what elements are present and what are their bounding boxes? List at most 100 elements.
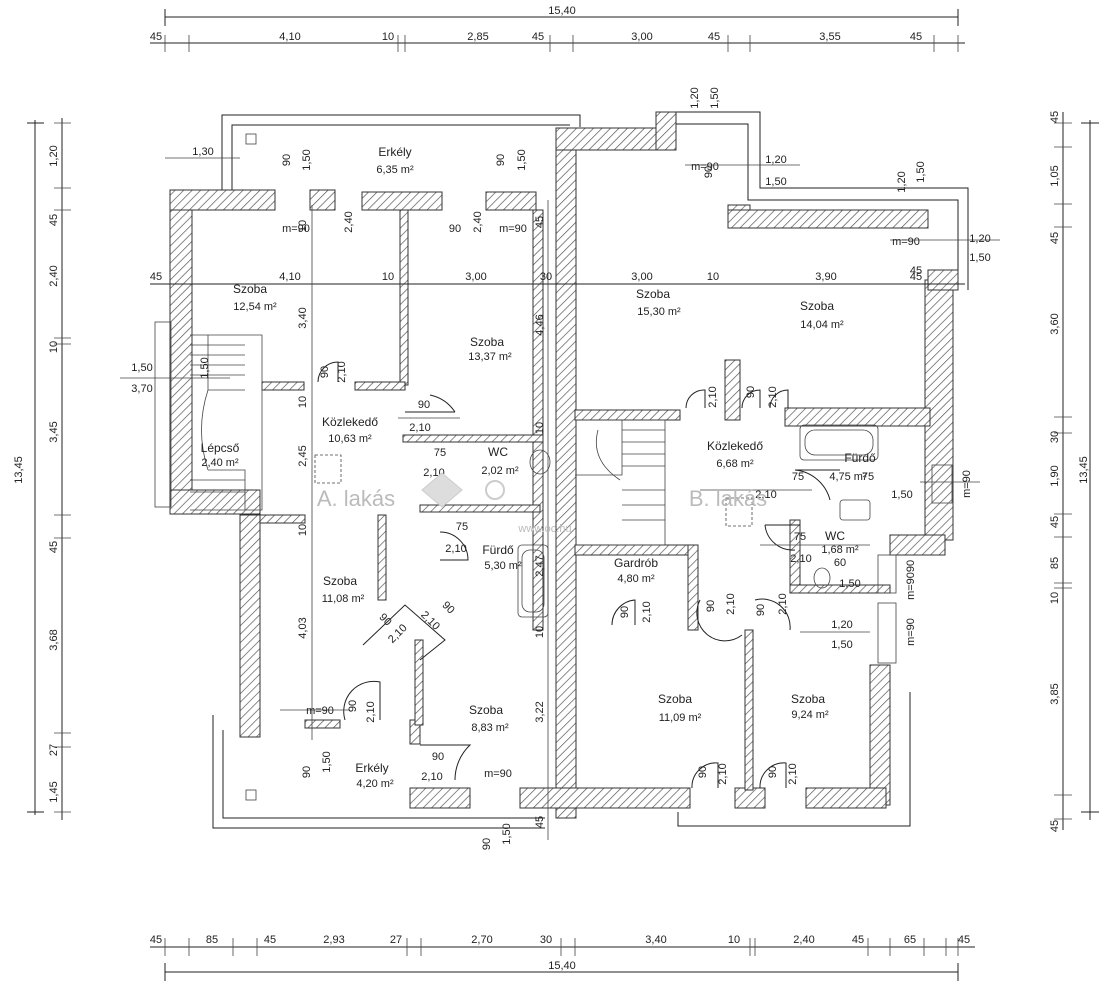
area-gardrob: 4,80 m² [617,573,655,585]
svg-text:75: 75 [456,521,468,533]
svg-text:90: 90 [767,766,779,778]
row-dim-8: 45 [910,271,922,283]
balcony-top-outline [221,114,581,192]
dim-right-0: 45 [1049,111,1061,123]
stair-b [575,419,666,546]
dim-bot-total: 15,40 [548,960,576,972]
area-erkely-bottom: 4,20 m² [356,778,394,790]
room-wc-a: WC [488,445,508,459]
dim-h10c: 10 [534,422,546,434]
svg-text:2,10: 2,10 [777,593,789,614]
dim-right-1: 1,05 [1049,165,1061,186]
area-szoba-3: 15,30 m² [637,306,681,318]
area-kozlekedo-a: 10,63 m² [328,433,372,445]
watermark-text: www.oc.hu [517,523,571,535]
dim-right-7: 85 [1049,557,1061,569]
svg-text:m=90: m=90 [499,223,527,235]
svg-text:2,10: 2,10 [725,593,737,614]
room-furdo-b: Fürdő [844,451,876,465]
svg-text:1,20: 1,20 [831,619,852,631]
dim-h10b: 10 [297,524,309,536]
room-erkely-top: Erkély [378,145,411,159]
balcony-bottom-outline [212,692,911,829]
area-erkely-top: 6,35 m² [376,164,414,176]
svg-text:90: 90 [440,599,457,616]
svg-text:1,20: 1,20 [765,154,786,166]
svg-text:90: 90 [301,766,313,778]
svg-text:m=90: m=90 [691,161,719,173]
area-szoba-8: 9,24 m² [791,709,829,721]
dim-v45c: 45 [910,265,922,277]
svg-text:2,10: 2,10 [787,763,799,784]
svg-text:90: 90 [697,766,709,778]
room-wc-b: WC [825,529,845,543]
dim-bot-11: 65 [904,934,916,946]
dim-bot-2: 45 [264,934,276,946]
svg-text:m=90: m=90 [282,223,310,235]
dim-right-8: 10 [1049,592,1061,604]
dim-v45a: 45 [534,216,546,228]
area-kozlekedo-b: 6,68 m² [716,458,754,470]
misc-dims: 1,30 1,50 3,70 3,40 4,46 2,45 4,03 3,22 … [131,146,922,828]
svg-text:90: 90 [281,154,293,166]
dim-bot-1: 85 [206,934,218,946]
room-furdo-a: Fürdő [482,543,514,557]
dim-top-6: 45 [708,31,720,43]
room-szoba-7: Szoba [658,692,692,706]
dim-v245: 2,45 [297,445,309,466]
svg-text:90: 90 [432,751,444,763]
svg-text:m=90: m=90 [905,572,917,600]
svg-text:90: 90 [377,611,394,628]
svg-text:1,50: 1,50 [199,357,211,378]
watermark-logo-icon [421,472,505,508]
svg-text:1,50: 1,50 [969,252,990,264]
row-dim-3: 3,00 [465,271,486,283]
svg-text:2,10: 2,10 [418,609,442,633]
dim-bot-4: 27 [390,934,402,946]
area-szoba-7: 11,09 m² [659,712,702,724]
area-wc-a: 2,02 m² [481,465,519,477]
dim-v322: 3,22 [534,701,546,722]
dim-left-total: 13,45 [13,456,25,484]
svg-text:2,10: 2,10 [336,361,348,382]
area-szoba-2: 13,37 m² [468,351,512,363]
dim-left-2: 2,40 [48,265,60,286]
svg-text:90: 90 [449,223,461,235]
svg-text:90: 90 [703,166,715,178]
svg-text:1,50: 1,50 [891,489,912,501]
balcony-right-outline [674,111,969,290]
dim-bot-9: 2,40 [793,934,814,946]
room-gardrob: Gardrób [614,556,658,570]
dim-right-5: 1,90 [1049,465,1061,486]
svg-text:2,10: 2,10 [767,386,779,407]
dim-top-7: 3,55 [819,31,840,43]
dim-bot-10: 45 [852,934,864,946]
dim-bot-0: 45 [150,934,162,946]
dim-right-10: 45 [1049,820,1061,832]
stair-a [190,334,263,511]
svg-text:2,10: 2,10 [755,489,776,501]
svg-text:2,10: 2,10 [641,601,653,622]
svg-text:2,10: 2,10 [717,763,729,784]
row-dim-7: 3,90 [815,271,836,283]
dim-left-5: 45 [48,541,60,553]
room-erkely-bottom: Erkély [355,761,388,775]
svg-text:2,10: 2,10 [409,422,430,434]
dim-left-3: 10 [48,341,60,353]
dim-top-3: 2,85 [467,31,488,43]
svg-text:2,10: 2,10 [790,553,811,565]
room-szoba-2: Szoba [470,335,504,349]
svg-text:1,20: 1,20 [896,171,908,192]
area-szoba-6: 8,83 m² [471,722,509,734]
svg-text:1,50: 1,50 [709,87,721,108]
area-furdo-b: 4,75 m² [829,471,867,483]
dimension-left: 13,45 1,20 45 2,40 10 3,45 45 3,68 27 1,… [13,118,71,820]
area-szoba-5: 11,08 m² [322,593,365,605]
unit-labels: A. lakás B. lakás www.oc.hu [317,472,767,535]
dim-bot-5: 2,70 [471,934,492,946]
dim-v340: 3,40 [297,307,309,328]
dim-left-8: 1,45 [48,781,60,802]
area-wc-b: 1,68 m² [821,544,859,556]
inner-row-dims: 45 4,10 10 3,00 30 3,00 10 3,90 45 [150,271,922,283]
row-dim-4: 30 [540,271,552,283]
